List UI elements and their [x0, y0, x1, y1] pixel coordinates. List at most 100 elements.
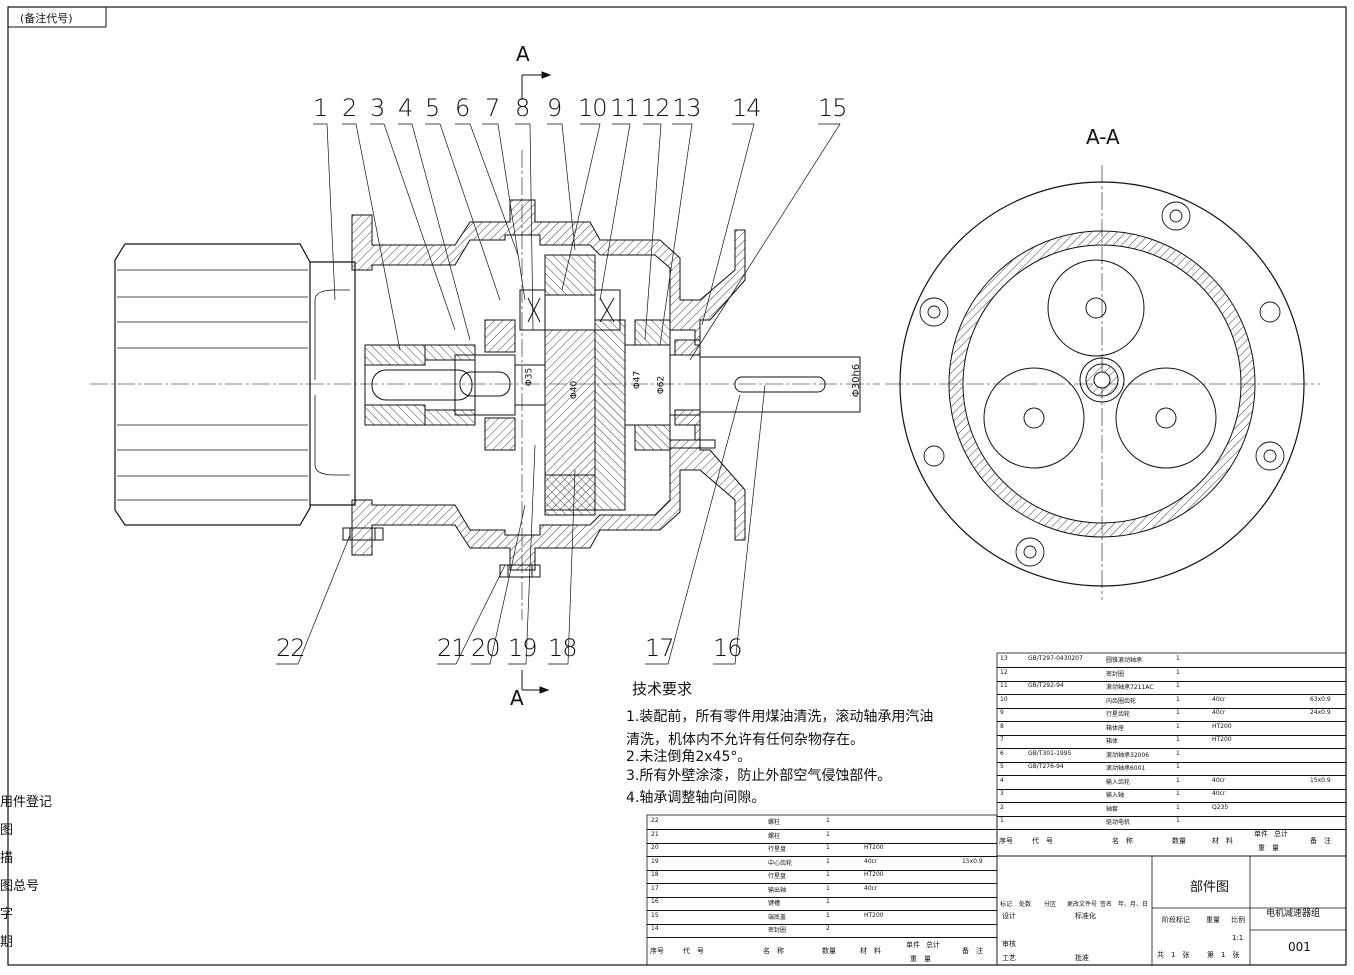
bom-row-line [997, 761, 1346, 763]
bom-cell: 40cr [1212, 695, 1226, 703]
section-mark-top: A [516, 42, 530, 66]
title-block-header: 分区 [1044, 901, 1057, 908]
leader-number: 16 [713, 634, 743, 662]
sheet-number: 第 1 张 [1207, 951, 1240, 959]
section-view-aa [885, 165, 1320, 600]
leader-number: 3 [370, 94, 385, 122]
bom-cell: HT200 [864, 911, 884, 919]
section-view-title: A-A [1086, 125, 1120, 149]
bom-cell: 滚动轴承6001 [1106, 765, 1146, 772]
bom-left-grid [646, 814, 998, 966]
bom-cell: HT200 [864, 844, 884, 851]
bom-row-line [647, 937, 997, 938]
side-label: 图总号 [0, 879, 40, 894]
bom-cell: 螺柱 [768, 832, 781, 840]
bom-header-cell: 单件 [1254, 830, 1268, 838]
bom-cell: 键槽 [768, 900, 781, 907]
bom-header-cell: 重 量 [1258, 844, 1279, 852]
dim-outer-diameter: Φ62 [656, 375, 667, 395]
bom-cell: 1 [1176, 695, 1180, 703]
bom-row-line [647, 883, 997, 884]
std-label: 标准化 [1075, 912, 1096, 920]
tech-req-line: 清洗，机体内不允许有任何杂物存在。 [626, 732, 864, 748]
total-sheets: 共 1 张 [1157, 951, 1190, 959]
side-label: 用件登记 [0, 795, 53, 810]
tech-req-title: 技术要求 [632, 680, 693, 698]
bom-cell: 1 [1176, 709, 1180, 716]
bom-cell: HT200 [1212, 722, 1232, 730]
motor [114, 243, 356, 526]
bom-cell: 驱动电机 [1106, 819, 1131, 826]
leader-number: 14 [732, 94, 762, 122]
leader-number: 19 [508, 634, 538, 662]
bom-header-cell: 单件 [906, 941, 920, 949]
section-markers [521, 71, 552, 694]
bom-row-line [997, 748, 1346, 749]
title-block-header: 签名 [1100, 901, 1113, 908]
bom-cell: 40cr [1212, 776, 1226, 784]
bom-cell: 1 [826, 830, 830, 838]
bom-cell: 8 [1000, 722, 1004, 730]
bom-cell: 行星齿轮 [1106, 711, 1131, 718]
bom-header-cell: 材 料 [860, 947, 881, 955]
bom-row-line [997, 707, 1346, 709]
bom-row-line [997, 802, 1346, 803]
bom-cell: GB/T276-94 [1028, 763, 1064, 770]
bom-cell: 15x0.9 [1310, 776, 1331, 784]
bom-row-line [997, 815, 1346, 817]
bom-header-cell: 总计 [1274, 830, 1288, 838]
tech-req-line: 1.装配前，所有零件用煤油清洗，滚动轴承用汽油 [626, 709, 934, 725]
bom-header-cell: 重 量 [910, 955, 931, 963]
input-shaft [364, 344, 516, 426]
bom-cell: 1 [1176, 682, 1180, 689]
side-label: 字 [0, 907, 14, 922]
side-label: 描 [0, 851, 14, 866]
bom-cell: 1 [1176, 803, 1180, 811]
leader-lines [276, 123, 841, 665]
bom-cell: 15x0.9 [962, 857, 983, 865]
bom-header-cell: 序号 [650, 947, 664, 955]
bom-cell: 3 [1000, 790, 1004, 797]
leader-number: 1 [313, 94, 328, 122]
bom-cell: 1 [826, 884, 830, 892]
bom-cell: 1 [1176, 776, 1180, 784]
bom-cell: 1 [826, 817, 830, 824]
bom-header-cell: 备 注 [1310, 837, 1331, 845]
section-mark-bottom: A [510, 686, 524, 710]
bom-cell: 1 [1176, 722, 1180, 730]
weight-label: 重量 [1206, 916, 1220, 924]
bom-cell: 13 [1000, 655, 1008, 662]
bom-cell: 2 [826, 925, 830, 932]
bom-cell: 轴套 [1106, 805, 1119, 813]
bom-row-line [647, 856, 997, 857]
stage-label: 阶段标记 [1162, 916, 1190, 924]
bom-cell: 7 [1000, 736, 1004, 743]
bom-cell: 18 [651, 871, 659, 878]
process-label: 工艺 [1002, 954, 1016, 962]
bom-header-cell: 序号 [999, 837, 1013, 845]
bom-cell: 1 [1176, 655, 1180, 662]
bom-header-cell: 总计 [926, 941, 940, 949]
leader-number: 5 [425, 94, 440, 122]
dim-inner-diameter: Φ35 [524, 367, 535, 387]
bom-cell: 2 [1000, 803, 1004, 811]
bom-cell: 输出轴 [768, 886, 787, 894]
leader-number: 8 [515, 94, 530, 122]
bom-cell: 5 [1000, 763, 1004, 770]
bom-row-line [647, 923, 997, 925]
bom-header-cell: 材 料 [1212, 837, 1233, 845]
drawing-number: 001 [1288, 940, 1311, 954]
bom-cell: 14 [651, 925, 659, 932]
bom-row-line [647, 896, 997, 898]
assembly-name: 电机减速器组 [1266, 909, 1321, 919]
bom-row-line [997, 680, 1346, 682]
bom-cell: HT200 [1212, 736, 1232, 743]
bom-cell: 滚动轴承7211AC [1106, 684, 1154, 691]
bom-cell: 17 [651, 884, 659, 892]
bom-cell: 端底盖 [768, 913, 787, 921]
bom-cell: 15 [651, 911, 659, 919]
bom-cell: 1 [1176, 736, 1180, 743]
title-block-header: 处数 [1019, 901, 1032, 908]
output-shaft [624, 319, 861, 451]
